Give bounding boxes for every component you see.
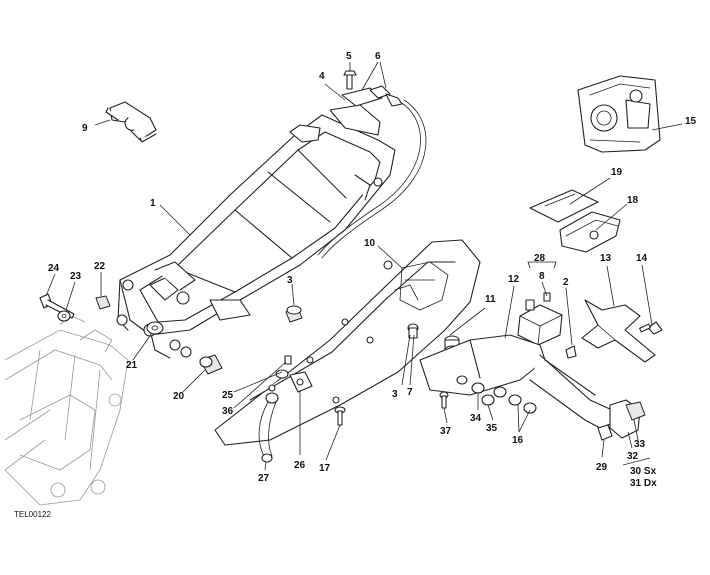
callout-7: 7 <box>407 387 413 398</box>
callout-29: 29 <box>596 462 608 473</box>
callout-32: 32 <box>627 451 639 462</box>
callout-37: 37 <box>440 426 452 437</box>
callout-2: 2 <box>563 277 569 288</box>
callout-23: 23 <box>70 271 82 282</box>
callout-6: 6 <box>375 51 381 62</box>
bracket-and-cable <box>317 70 427 259</box>
callout-15: 15 <box>685 116 697 127</box>
small-hardware <box>39 293 313 393</box>
callout-3a: 3 <box>287 275 293 286</box>
callout-1: 1 <box>150 198 156 209</box>
main-frame-partial <box>4 314 129 506</box>
callout-8: 8 <box>539 271 545 282</box>
callout-33: 33 <box>634 439 646 450</box>
callout-9: 9 <box>82 123 88 134</box>
callout-28: 28 <box>534 253 546 264</box>
callout-11: 11 <box>485 294 496 305</box>
screw-14 <box>639 321 663 335</box>
callout-4: 4 <box>319 71 325 82</box>
callout-36: 36 <box>222 406 234 417</box>
relay-box <box>517 292 577 359</box>
callout-24: 24 <box>48 263 60 274</box>
callout-12: 12 <box>508 274 520 285</box>
bolt-17 <box>334 406 346 426</box>
reflector-bracket <box>581 299 656 363</box>
callout-labels: 1 2 3 3 4 5 6 7 8 9 10 11 12 13 14 15 16… <box>14 51 697 519</box>
callout-5: 5 <box>346 51 352 62</box>
callout-3b: 3 <box>392 389 398 400</box>
callout-31: 31 Dx <box>630 478 657 489</box>
callout-34: 34 <box>470 413 482 424</box>
callout-20: 20 <box>173 391 185 402</box>
drawing-code: TEL00122 <box>14 510 51 519</box>
callout-10: 10 <box>364 238 376 249</box>
callout-21: 21 <box>126 360 138 371</box>
callout-19: 19 <box>611 167 623 178</box>
seat-lock-inset <box>577 75 661 153</box>
callout-35: 35 <box>486 423 498 434</box>
callout-13: 13 <box>600 253 612 264</box>
callout-16: 16 <box>512 435 524 446</box>
ground-cable <box>258 392 279 463</box>
callout-18: 18 <box>627 195 639 206</box>
callout-22: 22 <box>94 261 106 272</box>
rear-subframe <box>116 104 396 359</box>
clamp-part <box>105 101 157 143</box>
callout-26: 26 <box>294 460 306 471</box>
leader-lines <box>45 61 683 471</box>
callout-17: 17 <box>319 463 331 474</box>
callout-27: 27 <box>258 473 270 484</box>
rear-tray <box>214 239 481 446</box>
callout-14: 14 <box>636 253 648 264</box>
plate-holder <box>419 334 646 441</box>
callout-25: 25 <box>222 390 234 401</box>
callout-30: 30 Sx <box>630 466 657 477</box>
